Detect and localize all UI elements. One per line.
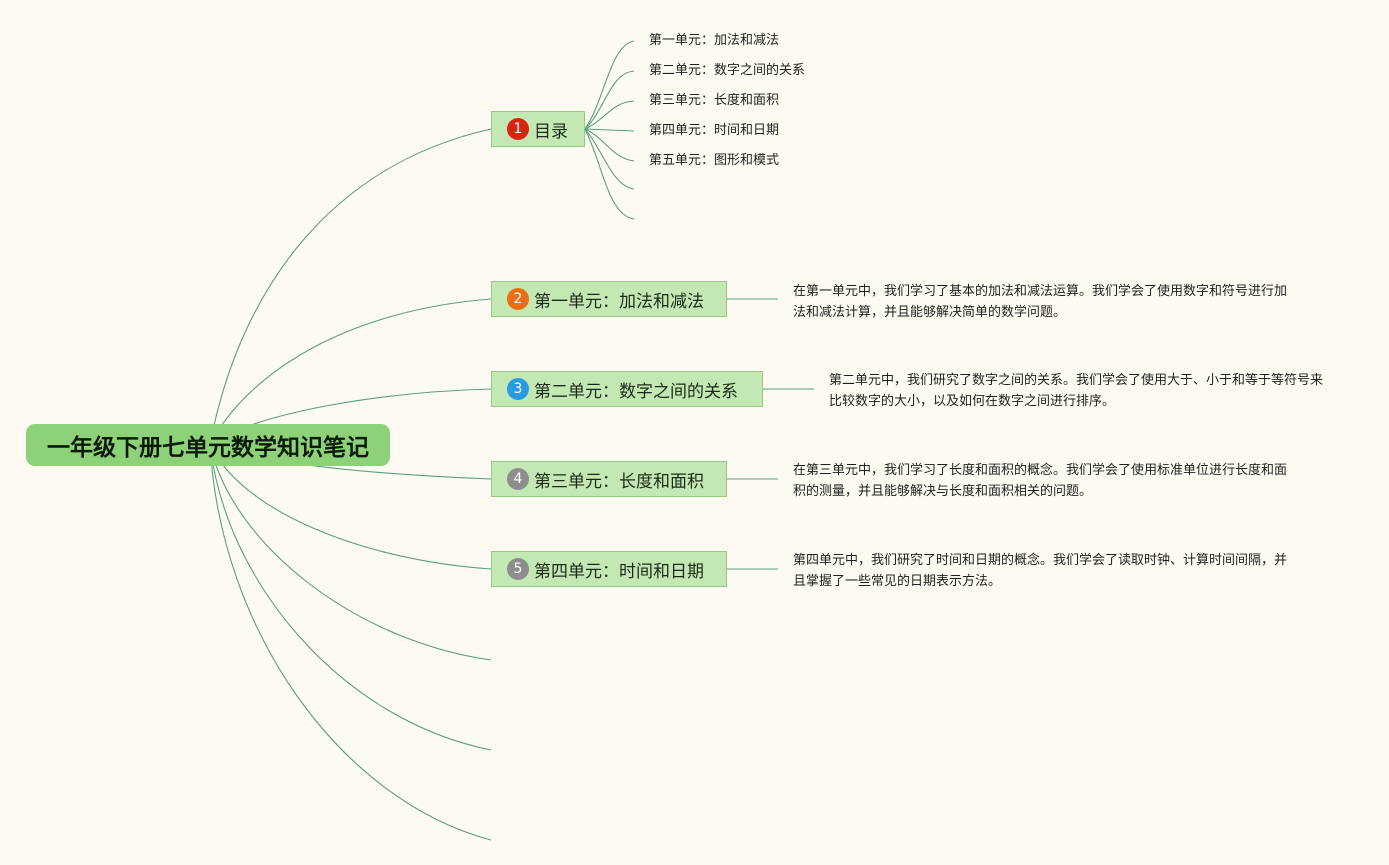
priority-4-icon: 4 xyxy=(507,468,529,490)
branch-unit4[interactable]: 5 第四单元：时间和日期 xyxy=(491,551,727,587)
connector-toc-to-child-1 xyxy=(584,40,635,130)
branch-label: 第四单元：时间和日期 xyxy=(534,561,704,582)
branch-label: 第三单元：长度和面积 xyxy=(534,471,704,492)
toc-item-unit3[interactable]: 第三单元：长度和面积 xyxy=(649,93,780,108)
unit3-note[interactable]: 在第三单元中，我们学习了长度和面积的概念。我们学会了使用标准单位进行长度和面积的… xyxy=(793,463,1288,499)
connector-root-to-unit4 xyxy=(209,443,492,570)
connector-toc-to-empty-1 xyxy=(584,128,635,190)
connector-toc-to-empty-2 xyxy=(584,128,635,220)
connector-root-to-empty-2 xyxy=(209,443,492,751)
priority-5-icon: 5 xyxy=(507,558,529,580)
root-topic[interactable]: 一年级下册七单元数学知识笔记 xyxy=(26,424,390,466)
connector-toc-to-child-5 xyxy=(584,128,635,162)
connector-root-to-empty-1 xyxy=(209,443,492,661)
branch-label: 第二单元：数字之间的关系 xyxy=(534,381,738,402)
branch-toc[interactable]: 1 目录 xyxy=(491,111,585,147)
unit1-note[interactable]: 在第一单元中，我们学习了基本的加法和减法运算。我们学会了使用数字和符号进行加法和… xyxy=(793,284,1288,320)
branch-unit1[interactable]: 2 第一单元：加法和减法 xyxy=(491,281,727,317)
branch-label: 第一单元：加法和减法 xyxy=(534,291,704,312)
priority-2-icon: 2 xyxy=(507,288,529,310)
connector-root-to-empty-3 xyxy=(209,443,492,841)
connector-root-to-toc xyxy=(209,128,492,445)
connector-toc-to-child-2 xyxy=(584,70,635,130)
connector-root-to-unit1 xyxy=(209,298,492,445)
unit4-note[interactable]: 第四单元中，我们研究了时间和日期的概念。我们学会了读取时钟、计算时间间隔，并且掌… xyxy=(793,553,1288,589)
connector-toc-to-child-4 xyxy=(584,128,635,132)
unit2-note[interactable]: 第二单元中，我们研究了数字之间的关系。我们学会了使用大于、小于和等于等符号来比较… xyxy=(829,373,1324,409)
toc-item-unit2[interactable]: 第二单元：数字之间的关系 xyxy=(649,63,806,78)
priority-3-icon: 3 xyxy=(507,378,529,400)
priority-1-icon: 1 xyxy=(507,118,529,140)
toc-item-unit4[interactable]: 第四单元：时间和日期 xyxy=(649,123,780,138)
toc-item-unit5[interactable]: 第五单元：图形和模式 xyxy=(649,153,780,168)
branch-unit2[interactable]: 3 第二单元：数字之间的关系 xyxy=(491,371,763,407)
branch-unit3[interactable]: 4 第三单元：长度和面积 xyxy=(491,461,727,497)
connector-toc-to-child-3 xyxy=(584,100,635,130)
branch-label: 目录 xyxy=(534,121,568,142)
toc-item-unit1[interactable]: 第一单元：加法和减法 xyxy=(649,33,780,48)
